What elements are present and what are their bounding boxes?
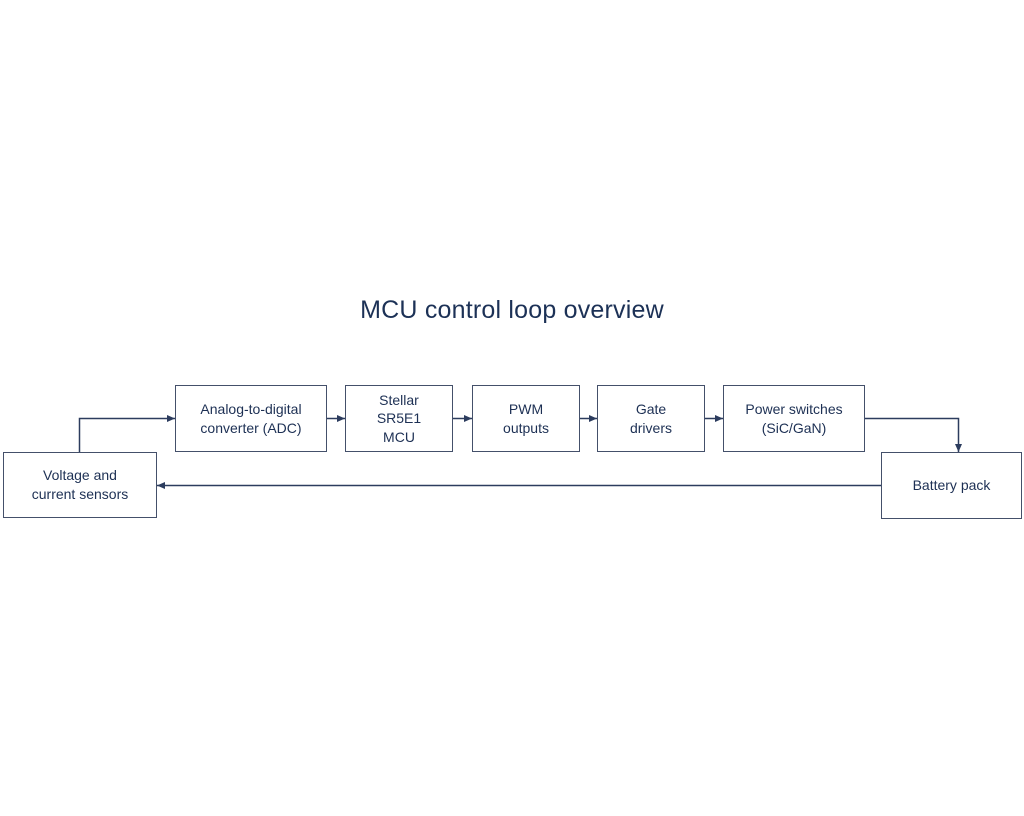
node-voltage-current-sensors: Voltage and current sensors [3,452,157,518]
node-battery-pack: Battery pack [881,452,1022,519]
diagram-title: MCU control loop overview [360,296,664,324]
node-power-switches: Power switches (SiC/GaN) [723,385,865,452]
edge-sensors-to-adc [78,415,175,452]
edge-power-to-battery [865,417,962,452]
node-pwm-outputs: PWM outputs [472,385,580,452]
node-gate-drivers: Gate drivers [597,385,705,452]
node-adc: Analog-to-digital converter (ADC) [175,385,327,452]
node-stellar-sr5e1-mcu: Stellar SR5E1 MCU [345,385,453,452]
